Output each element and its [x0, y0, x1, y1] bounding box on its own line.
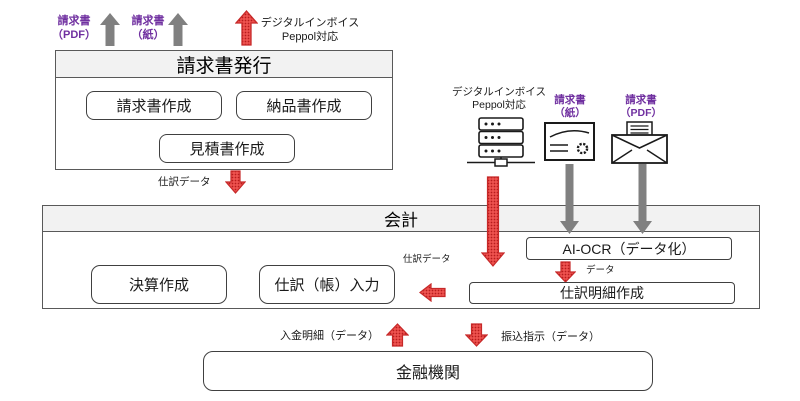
paper-invoice-source-label: 請求書 （紙） — [554, 94, 586, 119]
invoice-paper-up-arrow-icon — [168, 13, 188, 46]
deposit-detail-label: 入金明細（データ） — [280, 330, 379, 342]
digital-invoice-long-down-arrow-icon — [481, 176, 505, 267]
pdf-invoice-envelope-icon — [611, 121, 668, 164]
invoice-pdf-up-arrow-icon — [100, 13, 120, 46]
pdf-invoice-long-down-arrow-icon — [633, 164, 652, 234]
accounting-section: 会計 決算作成 仕訳（帳）入力 仕訳データ AI-OCR（データ化） データ 仕… — [42, 205, 760, 309]
paper-invoice-long-down-arrow-icon — [560, 164, 579, 234]
billing-item-quotation-creation: 見積書作成 — [159, 134, 295, 163]
invoice-paper-output-label: 請求書 （紙） — [131, 15, 165, 41]
billing-item-delivery-note-creation: 納品書作成 — [236, 91, 372, 120]
invoice-pdf-output-label: 請求書 （PDF） — [52, 15, 96, 41]
pdf-invoice-source-label: 請求書 （PDF） — [620, 94, 662, 119]
billing-section: 請求書発行 請求書作成 納品書作成 見積書作成 — [55, 50, 393, 170]
transfer-instruction-label: 振込指示（データ） — [501, 331, 600, 343]
accounting-item-journal-entry-input: 仕訳（帳）入力 — [259, 265, 395, 304]
accounting-item-journal-detail-creation: 仕訳明細作成 — [469, 282, 735, 304]
billing-journal-data-label: 仕訳データ — [158, 176, 211, 188]
accounting-journal-data-label: 仕訳データ — [403, 254, 451, 265]
bank-section: 金融機関 — [203, 351, 653, 391]
peppol-server-icon — [467, 117, 535, 167]
digital-invoice-source-label: デジタルインボイス Peppol対応 — [452, 86, 546, 111]
transfer-down-arrow-icon — [465, 323, 488, 347]
billing-item-invoice-creation: 請求書作成 — [86, 91, 222, 120]
deposit-up-arrow-icon — [386, 323, 409, 347]
journal-data-down-arrow-icon — [225, 170, 246, 194]
billing-section-title: 請求書発行 — [56, 51, 392, 78]
digital-invoice-up-arrow-icon — [235, 10, 258, 46]
ai-ocr-data-down-arrow-icon — [555, 261, 576, 283]
digital-invoice-output-label: デジタルインボイス Peppol対応 — [260, 17, 360, 43]
ai-ocr-data-label: データ — [586, 265, 615, 276]
accounting-item-closing-creation: 決算作成 — [91, 265, 227, 304]
journal-detail-left-arrow-icon — [419, 283, 446, 302]
accounting-item-ai-ocr: AI-OCR（データ化） — [526, 237, 732, 260]
paper-invoice-postcard-icon — [544, 122, 595, 161]
